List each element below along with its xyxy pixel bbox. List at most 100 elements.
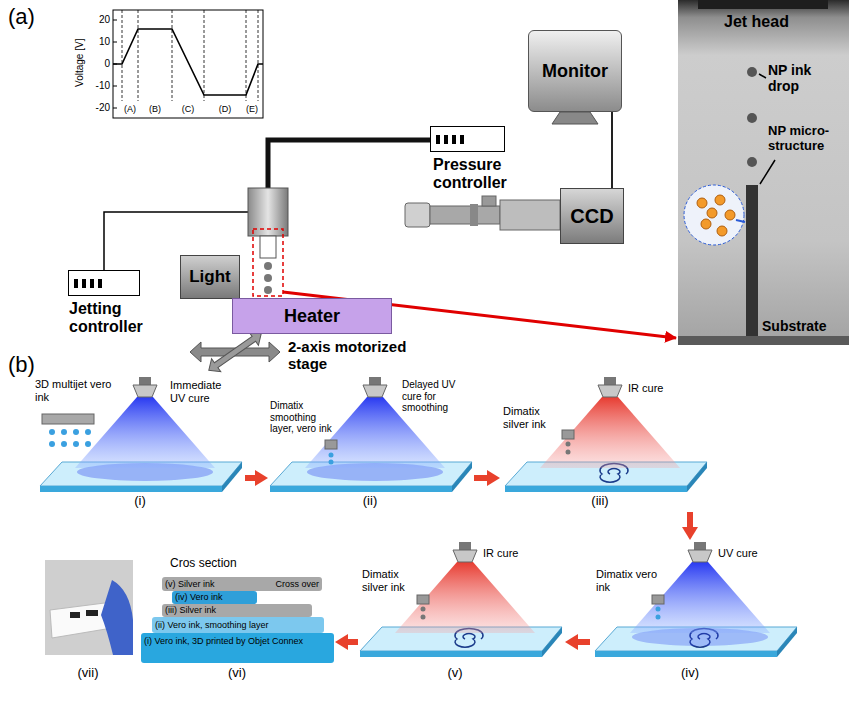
node-label: (i) xyxy=(125,494,155,509)
printing-step-iv xyxy=(656,607,661,612)
text-holder: Dimatix silver ink xyxy=(362,568,424,593)
label-holder: (B) xyxy=(143,104,167,114)
jetting-photo-image xyxy=(746,185,758,336)
printing-step-ii xyxy=(363,385,387,397)
phase-label: (D) xyxy=(213,104,237,114)
indicator-light xyxy=(452,135,456,144)
printing-step-i xyxy=(40,486,222,492)
node-label: IR cure xyxy=(483,547,543,560)
printing-step-i xyxy=(75,397,215,468)
stage-label: 2-axis motorized stage xyxy=(288,338,418,373)
printing-step-v xyxy=(395,562,535,633)
label-holder: 10 xyxy=(84,36,110,48)
node-label: (v) Silver ink xyxy=(165,579,215,589)
jetting-photo-image xyxy=(707,208,717,218)
text-holder: (v) Silver ink xyxy=(165,579,215,589)
node-label: UV cure xyxy=(718,547,778,560)
node-label: (ii) Vero ink, smoothing layer xyxy=(155,620,269,630)
printing-step-v xyxy=(360,651,542,657)
camera-lens xyxy=(405,196,560,230)
node-label: Dimatix vero ink xyxy=(596,568,658,593)
axis-tick: 0 xyxy=(84,58,110,70)
printing-step-iii xyxy=(604,377,616,385)
printing-step-i xyxy=(133,385,157,397)
text-holder: Delayed UV cure for smoothing xyxy=(402,379,474,414)
silver-layer: (v) Silver ink Cross over xyxy=(162,577,322,591)
camera-lens xyxy=(430,206,500,224)
text-holder: Dimatix vero ink xyxy=(596,568,658,593)
silver-layer: (iii) Silver ink xyxy=(162,604,312,617)
text-holder: Jetting controller xyxy=(69,300,181,337)
process-arrow xyxy=(578,639,590,645)
indicator-light xyxy=(74,279,78,288)
text-holder: Dimatix smoothing layer, vero ink xyxy=(270,400,338,435)
smoothing-layer: (ii) Vero ink, smoothing layer xyxy=(152,617,324,633)
node-label: Jet head xyxy=(724,13,824,31)
indicator-light xyxy=(98,279,102,288)
jetting-photo-image xyxy=(678,336,849,345)
label-holder: 0 xyxy=(84,58,110,70)
indicator-light xyxy=(90,279,94,288)
printing-step-ii xyxy=(452,462,472,492)
printing-step-ii xyxy=(369,377,381,385)
node-label: Substrate xyxy=(762,318,846,334)
node-label: (iii) xyxy=(580,494,620,509)
monitor-stand xyxy=(552,112,598,124)
printing-step-i xyxy=(85,441,91,447)
printing-step-ii xyxy=(325,440,337,449)
device-photo xyxy=(45,560,133,655)
printing-step-iv xyxy=(595,542,797,657)
indicator-light xyxy=(444,135,448,144)
printing-step-i xyxy=(49,441,55,447)
printing-step-iv xyxy=(688,550,712,562)
printing-step-ii xyxy=(270,377,472,492)
printing-step-v xyxy=(459,542,471,550)
node-label: NP micro-structure xyxy=(768,124,846,154)
cross-section: Cros section(vi)(v) Silver inkCross over… xyxy=(140,545,335,690)
jet-head-assembly xyxy=(268,140,430,188)
text-holder: (iv) xyxy=(675,666,705,681)
printing-step-ii xyxy=(329,453,334,458)
node-label: Jetting controller xyxy=(69,300,181,337)
text-holder: 3D multijet vero ink xyxy=(35,378,115,403)
text-holder: Immediate UV cure xyxy=(170,379,234,404)
node-label: 3D multijet vero ink xyxy=(35,378,115,403)
printing-step-iv xyxy=(656,615,661,620)
label-holder: (A) xyxy=(118,104,142,114)
label-holder: (a) xyxy=(8,4,35,29)
printing-step-iii xyxy=(540,397,680,468)
printing-step-i xyxy=(73,429,79,435)
node-label: Cross over xyxy=(275,579,319,589)
axis-tick: -20 xyxy=(84,102,110,114)
camera-lens xyxy=(500,200,560,230)
voltage-waveform-plot xyxy=(113,10,263,118)
node-label: Cros section xyxy=(170,557,290,571)
printing-step-v xyxy=(421,615,426,620)
printing-step-iii xyxy=(566,442,571,447)
voltage-waveform-plot xyxy=(122,10,258,101)
device-photo xyxy=(45,560,133,655)
text-holder: (v) xyxy=(440,666,470,681)
jetting-photo-image xyxy=(715,195,725,205)
jetting-photo-image xyxy=(717,226,727,236)
axis-tick: 10 xyxy=(84,36,110,48)
controller-box: Jetting controller xyxy=(68,270,140,296)
jet-head-assembly xyxy=(264,262,272,270)
node-label: Dimatix silver ink xyxy=(362,568,424,593)
process-step: Immediate UV cure 3D multijet vero ink (i) xyxy=(30,377,245,512)
process-arrow xyxy=(348,639,358,645)
text-holder: Jet head xyxy=(724,13,824,31)
node-label: Immediate UV cure xyxy=(170,379,234,404)
printing-step-v xyxy=(542,627,562,657)
text-holder: Substrate xyxy=(762,318,846,334)
process-arrow xyxy=(474,475,487,481)
phase-label: (A) xyxy=(118,104,142,114)
voltage-waveform-plot xyxy=(113,10,263,118)
jetting-photo-image xyxy=(747,113,757,123)
printing-step-i xyxy=(85,429,91,435)
printing-step-i xyxy=(73,441,79,447)
node-label: Heater xyxy=(284,306,340,327)
camera-lens xyxy=(470,204,478,226)
process-step: IR cureDimatix silver ink (v) xyxy=(358,540,565,690)
